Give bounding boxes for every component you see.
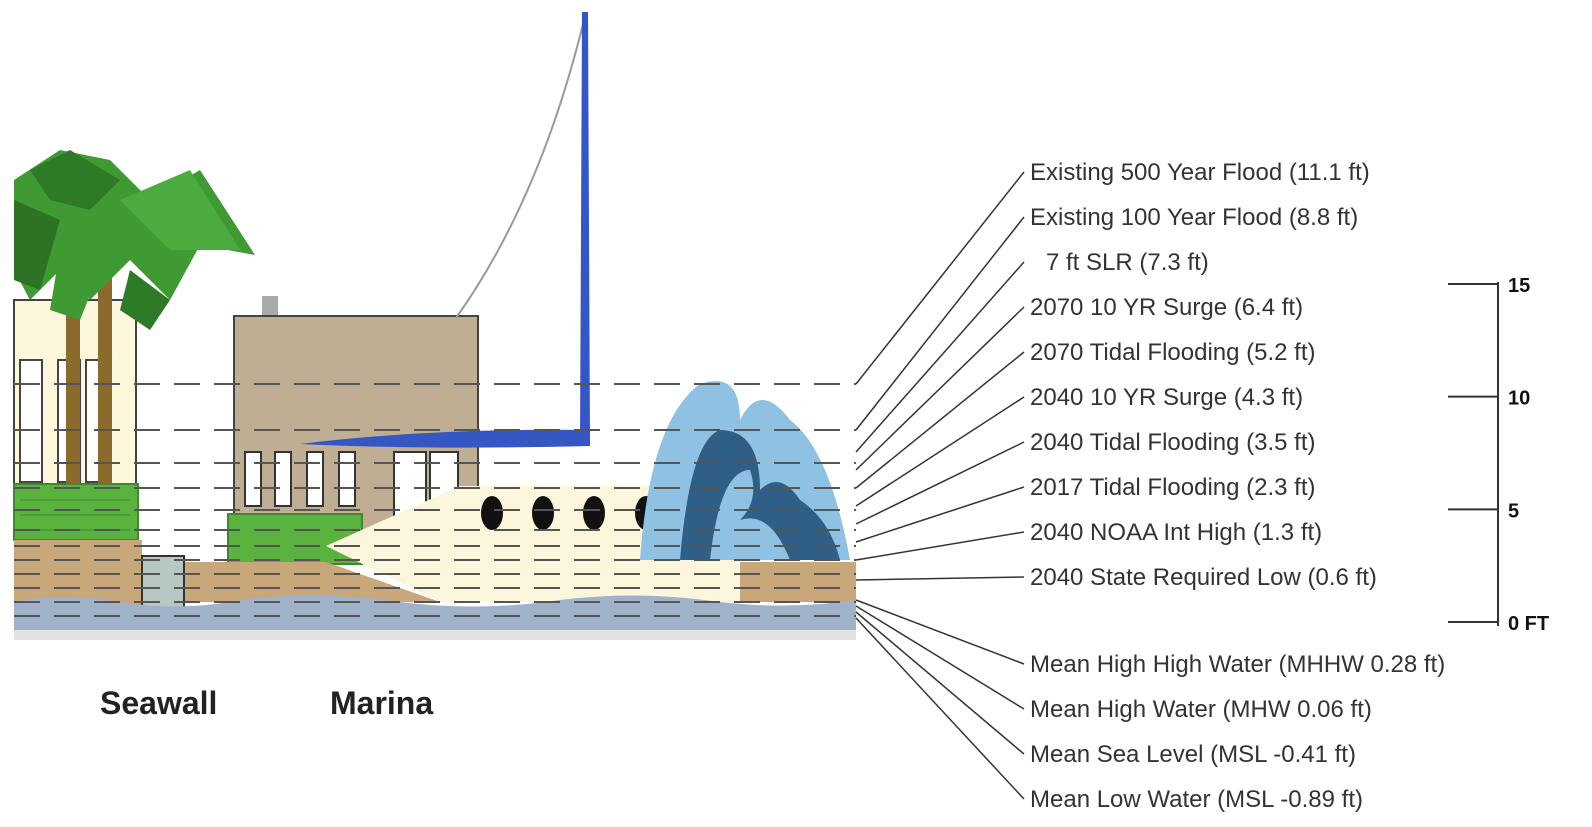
flood-level-label: 2070 10 YR Surge (6.4 ft): [1030, 294, 1303, 321]
leader-line: [855, 605, 1025, 710]
elevation-scale: 15 10 5 0 FT: [1448, 275, 1549, 635]
scale-tick-label: 0 FT: [1508, 613, 1549, 635]
flood-level-lines: [14, 383, 856, 617]
flood-level-label: 2070 Tidal Flooding (5.2 ft): [1030, 339, 1316, 366]
tidal-datum-label: Mean Low Water (MSL -0.89 ft): [1030, 786, 1363, 813]
leader-line: [855, 351, 1025, 489]
flood-level-label: 7 ft SLR (7.3 ft): [1046, 249, 1209, 276]
leader-line: [855, 617, 1025, 800]
wave-icon: [640, 380, 850, 560]
ground-right: [740, 562, 856, 602]
flood-level-label: 2017 Tidal Flooding (2.3 ft): [1030, 474, 1316, 501]
flood-level-labels: Existing 500 Year Flood (11.1 ft) Existin…: [1030, 159, 1377, 591]
flood-level-label: Existing 500 Year Flood (11.1 ft): [1030, 159, 1370, 186]
marina-hedge: [227, 513, 363, 565]
water-icon: [14, 595, 856, 630]
tidal-datum-label: Mean High Water (MHW 0.06 ft): [1030, 696, 1372, 723]
leader-line: [855, 171, 1025, 385]
leader-line: [855, 599, 1025, 665]
leader-line: [855, 306, 1025, 471]
left-hedge: [13, 483, 139, 541]
leader-line: [855, 531, 1025, 561]
leader-line: [855, 486, 1025, 543]
leader-line: [855, 216, 1025, 431]
leader-line: [855, 441, 1025, 525]
leader-line: [855, 261, 1025, 453]
leader-line: [855, 611, 1025, 755]
leader-lines: [855, 171, 1025, 800]
scale-tick-label: 10: [1508, 388, 1530, 410]
palm-trees-icon: [14, 150, 255, 540]
ground-marina: [184, 562, 440, 602]
leader-line: [855, 576, 1025, 581]
flood-level-label: 2040 Tidal Flooding (3.5 ft): [1030, 429, 1316, 456]
leader-line: [855, 396, 1025, 507]
scale-tick-label: 15: [1508, 275, 1530, 297]
tidal-datum-label: Mean Sea Level (MSL -0.41 ft): [1030, 741, 1356, 768]
flood-level-label: 2040 10 YR Surge (4.3 ft): [1030, 384, 1303, 411]
tidal-datum-label: Mean High High Water (MHHW 0.28 ft): [1030, 651, 1445, 678]
seawall-caption: Seawall: [100, 685, 217, 721]
marina-caption: Marina: [330, 685, 433, 721]
scale-tick-label: 5: [1508, 500, 1519, 522]
flood-level-label: 2040 NOAA Int High (1.3 ft): [1030, 519, 1322, 546]
flood-level-label: 2040 State Required Low (0.6 ft): [1030, 564, 1377, 591]
tidal-datum-labels: Mean High High Water (MHHW 0.28 ft) Mean …: [1030, 651, 1445, 813]
flood-level-label: Existing 100 Year Flood (8.8 ft): [1030, 204, 1358, 231]
